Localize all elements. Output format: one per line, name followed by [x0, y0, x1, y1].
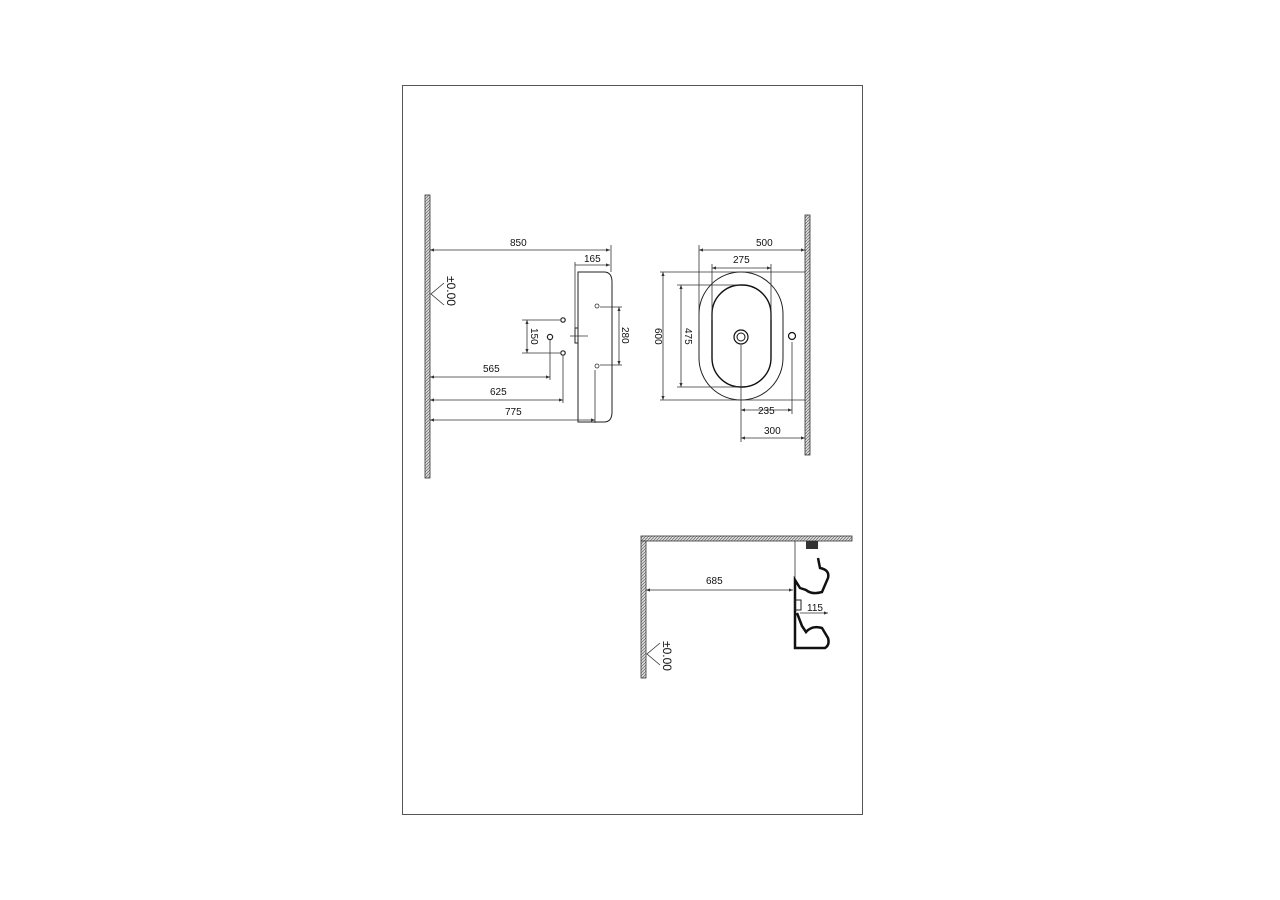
- section-view: 685 115 ±0.00: [640, 535, 853, 679]
- level-label: ±0.00: [444, 276, 458, 306]
- overflow: [574, 327, 579, 344]
- dim-150: 150: [528, 328, 539, 345]
- dim-625: 625: [490, 387, 507, 398]
- tap-hole: [787, 331, 797, 341]
- dim-115: 115: [807, 603, 823, 614]
- triangle-level-icon: [430, 282, 445, 306]
- dim-165: 165: [584, 254, 601, 265]
- fixing-hole: [594, 303, 600, 309]
- dim-850: 850: [510, 238, 527, 249]
- wall-hole: [560, 350, 566, 356]
- dim-685: 685: [706, 576, 723, 587]
- dim-280: 280: [619, 327, 630, 344]
- level-label: ±0.00: [660, 641, 674, 671]
- drain-icon: [733, 329, 749, 345]
- wall: [804, 214, 811, 456]
- basin-outline: [577, 271, 613, 423]
- wall-hole: [546, 333, 554, 341]
- wall-ceiling: [640, 535, 853, 542]
- dim-275: 275: [733, 255, 750, 266]
- dim-565: 565: [483, 364, 500, 375]
- side-elevation-view: ±0.00 850 165 280 150 565 625 775: [424, 194, 630, 479]
- dim-235: 235: [758, 406, 775, 417]
- triangle-level-icon: [646, 642, 661, 666]
- wall-hole: [560, 317, 566, 323]
- basin-bowl-outline: [711, 284, 772, 388]
- wall: [640, 540, 647, 679]
- wall: [424, 194, 431, 479]
- dim-500: 500: [756, 238, 773, 249]
- fixing-hole: [594, 363, 600, 369]
- plan-view: 500 275 600 475 235 300: [652, 214, 811, 456]
- page-border: [402, 85, 863, 815]
- dim-775: 775: [505, 407, 522, 418]
- dim-475: 475: [682, 328, 693, 345]
- dim-600: 600: [652, 328, 663, 345]
- dim-300: 300: [764, 426, 781, 437]
